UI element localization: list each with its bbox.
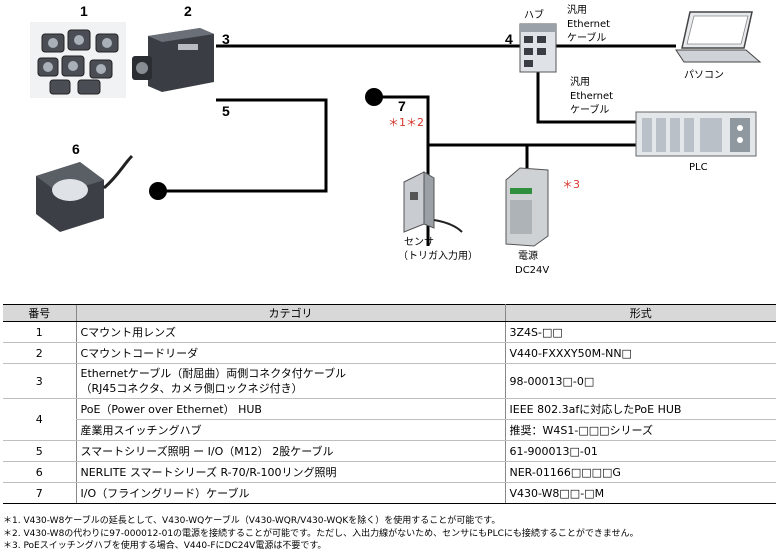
cell-model: IEEE 802.3afに対応したPoE HUB <box>505 398 776 420</box>
cell-number: 6 <box>3 461 76 483</box>
cell-category: NERLITE スマートシリーズ R-70/R-100リング照明 <box>75 461 506 483</box>
general-ethernet-label-line: 汎用 <box>570 75 590 88</box>
cell-category: I/O（フライングリード）ケーブル <box>75 482 506 504</box>
cell-model: 3Z4S-□□ <box>505 321 776 343</box>
cell-category-line: Ethernetケーブル（耐屈曲）両側コネクタ付ケーブル <box>80 367 347 380</box>
footnote: ＊1. V430-W8ケーブルの延長として、V430-WQケーブル（V430-W… <box>3 516 501 526</box>
system-diagram: 1 2 3 4 5 6 7 ＊1＊2 ＊3 ハブ 汎用 Ethernet ケーブ… <box>30 3 762 276</box>
table-row: 1 Cマウント用レンズ 3Z4S-□□ <box>3 321 776 343</box>
general-ethernet-label-line: Ethernet <box>570 91 613 102</box>
cable-hub-to-plc <box>536 70 636 124</box>
hub-image <box>519 23 557 73</box>
cell-model: 98-00013□-0□ <box>505 363 776 399</box>
footnotes: ＊1. V430-W8ケーブルの延長として、V430-WQケーブル（V430-W… <box>3 515 639 553</box>
table-row: 7 I/O（フライングリード）ケーブル V430-W8□□-□M <box>3 482 776 504</box>
table-row: 2 Cマウントコードリーダ V440-FXXXY50M-NN□ <box>3 342 776 364</box>
header-number: 番号 <box>3 304 76 322</box>
cell-number: 5 <box>3 440 76 462</box>
item-number-6: 6 <box>72 141 80 157</box>
header-category: カテゴリ <box>75 304 506 322</box>
power-label-line: 電源 <box>518 249 538 262</box>
cell-category: 産業用スイッチングハブ <box>75 419 506 441</box>
lens-set-image <box>30 22 126 98</box>
table-row: 産業用スイッチングハブ 推奨：W4S1-□□□シリーズ <box>3 419 776 441</box>
cable-5-light <box>158 98 328 193</box>
footnote: ＊2. V430-W8の代わりに97-000012-01の電源を接続することが可… <box>3 528 639 539</box>
cell-category: Cマウント用レンズ <box>75 321 506 343</box>
general-ethernet-label-line: ケーブル <box>567 31 606 44</box>
cell-category-line: （RJ45コネクタ、カメラ側ロックネジ付き） <box>80 382 303 395</box>
table-header-row: 番号 カテゴリ 形式 <box>3 304 776 322</box>
table-row: 5 スマートシリーズ照明 ー I/O（M12） 2股ケーブル 61-900013… <box>3 440 776 462</box>
table-row: 3 Ethernetケーブル（耐屈曲）両側コネクタ付ケーブル （RJ45コネクタ… <box>3 363 776 399</box>
cell-number: 1 <box>3 321 76 343</box>
ring-light-image <box>36 154 134 232</box>
plc-image <box>635 111 757 157</box>
cell-model: 推奨：W4S1-□□□シリーズ <box>505 419 776 441</box>
cell-number: 3 <box>3 363 76 399</box>
general-ethernet-label-line: ケーブル <box>570 103 609 116</box>
pc-label: パソコン <box>684 69 724 81</box>
sensor-label-line: センサ <box>404 236 434 248</box>
cell-number: 7 <box>3 482 76 504</box>
table-row: 4 PoE（Power over Ethernet） HUB IEEE 802.… <box>3 398 776 441</box>
item-number-7: 7 <box>398 98 406 114</box>
product-spec-table: 番号 カテゴリ 形式 1 Cマウント用レンズ 3Z4S-□□ 2 Cマウントコー… <box>3 304 776 504</box>
plc-label: PLC <box>689 162 708 173</box>
laptop-pc-image <box>675 11 762 63</box>
table-row: 6 NERLITE スマートシリーズ R-70/R-100リング照明 NER-0… <box>3 461 776 483</box>
power-label-line: DC24V <box>515 265 549 276</box>
sensor-image <box>403 171 463 233</box>
junction-dot <box>149 182 167 200</box>
cell-model: V440-FXXXY50M-NN□ <box>505 342 776 364</box>
power-supply-image <box>505 167 549 247</box>
cell-number: 2 <box>3 342 76 364</box>
header-model: 形式 <box>505 304 776 322</box>
cell-model: 61-900013□-01 <box>505 440 776 462</box>
item-number-3: 3 <box>222 31 230 47</box>
cell-category: PoE（Power over Ethernet） HUB <box>75 398 506 420</box>
code-reader-camera-image <box>132 28 214 92</box>
note-reference-3: ＊3 <box>562 178 580 191</box>
item-number-1: 1 <box>80 3 88 19</box>
junction-dot <box>365 88 383 106</box>
general-ethernet-label-line: 汎用 <box>567 3 587 16</box>
sensor-label-line: （トリガ入力用） <box>398 249 478 262</box>
cell-category: Ethernetケーブル（耐屈曲）両側コネクタ付ケーブル （RJ45コネクタ、カ… <box>75 363 506 399</box>
cell-number: 4 <box>3 398 76 441</box>
item-number-2: 2 <box>184 3 192 19</box>
cables <box>158 44 676 246</box>
cell-model: NER-01166□□□□G <box>505 461 776 483</box>
item-number-5: 5 <box>222 103 230 119</box>
note-reference-1-2: ＊1＊2 <box>388 116 424 129</box>
cell-category: スマートシリーズ照明 ー I/O（M12） 2股ケーブル <box>75 440 506 462</box>
hub-label: ハブ <box>524 8 544 21</box>
general-ethernet-label-line: Ethernet <box>567 19 610 30</box>
footnote: ＊3. PoEスイッチングハブを使用する場合、V440-FにDC24V電源は不要… <box>3 541 327 551</box>
cell-model: V430-W8□□-□M <box>505 482 776 504</box>
cell-category: Cマウントコードリーダ <box>75 342 506 364</box>
item-number-4: 4 <box>505 31 513 47</box>
